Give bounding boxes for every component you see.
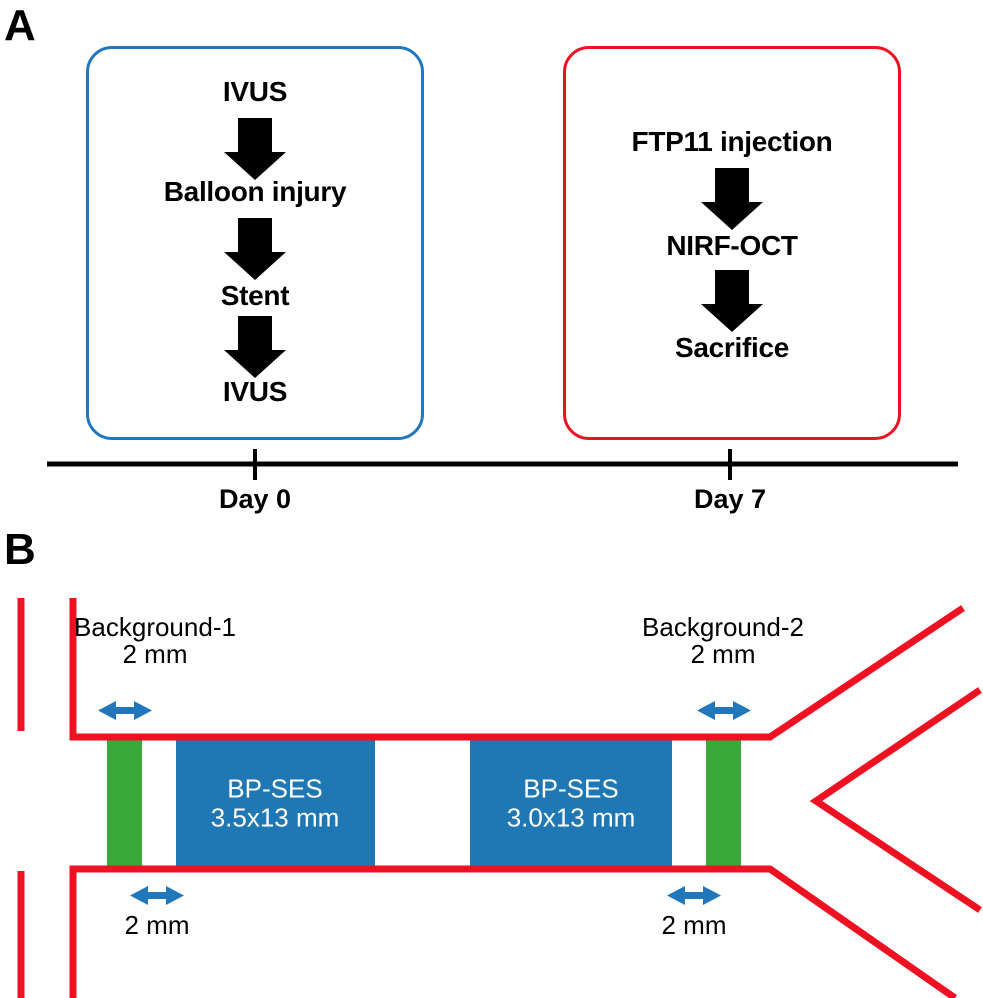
background-1-band bbox=[107, 737, 142, 868]
stent-2-band bbox=[470, 737, 672, 868]
bg2-top-double-arrow bbox=[697, 701, 751, 720]
day0-step-stent: Stent bbox=[220, 280, 290, 311]
background-2-size: 2 mm bbox=[690, 639, 756, 670]
panel-b-letter: B bbox=[4, 525, 36, 574]
stent-2-name: BP-SES bbox=[523, 773, 619, 804]
timeline-label-day0: Day 0 bbox=[218, 484, 292, 514]
background-2-title: Background-2 bbox=[642, 612, 804, 642]
stent-1-name: BP-SES bbox=[227, 773, 323, 804]
day7-step-sacrifice: Sacrifice bbox=[674, 332, 790, 363]
stent-1-label: BP-SES 3.5x13 mm bbox=[211, 774, 340, 831]
background-1-label: Background-1 2 mm bbox=[74, 612, 236, 670]
dimension-arrow-group bbox=[98, 701, 751, 905]
vessel-lower-wall bbox=[69, 865, 958, 998]
timeline-label-day7: Day 7 bbox=[693, 484, 767, 514]
background-1-size: 2 mm bbox=[122, 639, 188, 670]
stent-1-band bbox=[176, 737, 375, 868]
day7-step-ftp11-injection: FTP11 injection bbox=[631, 126, 833, 157]
day7-flow-box bbox=[563, 46, 901, 440]
bg1-top-double-arrow bbox=[98, 701, 152, 720]
background-2-label: Background-2 2 mm bbox=[642, 612, 804, 670]
day7-step-nirf-oct: NIRF-OCT bbox=[666, 230, 798, 261]
background-2-bottom-label: 2 mm bbox=[661, 910, 727, 940]
vessel-bifurcation-carina bbox=[809, 687, 982, 913]
bg1-bottom-double-arrow bbox=[130, 886, 184, 905]
stent-2-size: 3.0x13 mm bbox=[506, 802, 636, 832]
stent-2-label: BP-SES 3.0x13 mm bbox=[507, 774, 636, 831]
day0-step-balloon-injury: Balloon injury bbox=[163, 176, 347, 207]
stent-1-size: 3.5x13 mm bbox=[210, 802, 340, 832]
day0-step-ivus-post: IVUS bbox=[222, 376, 288, 407]
vessel-upper-wall bbox=[69, 598, 965, 741]
background-2-band bbox=[706, 737, 741, 868]
day0-step-ivus-pre: IVUS bbox=[222, 76, 288, 107]
panel-a-letter: A bbox=[4, 1, 36, 50]
bg2-bottom-double-arrow bbox=[667, 886, 721, 905]
background-1-bottom-label: 2 mm bbox=[124, 910, 190, 940]
background-1-title: Background-1 bbox=[74, 612, 236, 642]
